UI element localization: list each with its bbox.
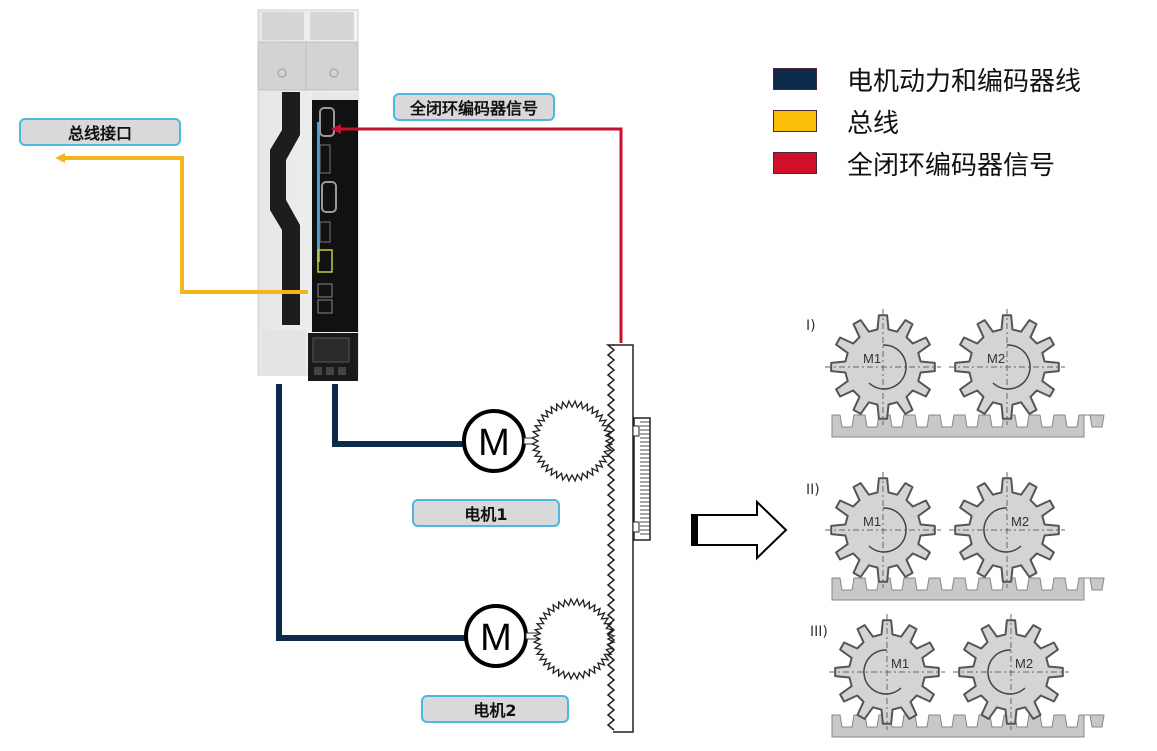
svg-text:M1: M1 — [863, 514, 881, 529]
case-2-gear-m2: M2 — [949, 472, 1065, 588]
bus-line — [55, 153, 308, 294]
bus-interface-tag: 总线接口 — [19, 118, 181, 146]
case-2-gear-m1: M1 — [825, 472, 941, 588]
motor2-tag: 电机2 — [421, 695, 569, 723]
gear-rack — [605, 344, 651, 733]
legend-label-bus: 总线 — [847, 108, 900, 139]
legend-item-encoder: 全闭环编码器信号 — [773, 142, 1081, 184]
motor-1-gear — [530, 399, 614, 483]
motor-1: M — [462, 399, 614, 483]
legend-label-power: 电机动力和编码器线 — [847, 66, 1082, 97]
case-label-2: II) — [806, 482, 820, 498]
encoder-signal-line — [331, 124, 623, 343]
legend-swatch-encoder — [773, 152, 817, 174]
svg-text:M2: M2 — [1011, 514, 1029, 529]
encoder-port — [319, 107, 335, 137]
motor-2-gear — [532, 597, 616, 681]
case-3-gear-m2: M2 — [953, 614, 1069, 730]
svg-text:M1: M1 — [891, 656, 909, 671]
linear-scale — [633, 417, 651, 541]
legend-swatch-bus — [773, 110, 817, 132]
bus-port — [317, 283, 333, 298]
motor2-power-line — [276, 384, 466, 641]
motor-1-symbol: M — [478, 422, 510, 464]
servo-drive — [257, 9, 359, 381]
closed-loop-signal-tag: 全闭环编码器信号 — [393, 93, 555, 121]
legend-item-bus: 总线 — [773, 100, 1081, 142]
gear-case-2: M1 M2 — [825, 472, 1105, 601]
transition-arrow-icon — [691, 499, 788, 561]
motor1-power-line — [332, 384, 464, 447]
case-1-gear-m2: M2 — [949, 309, 1065, 425]
legend-label-encoder: 全闭环编码器信号 — [847, 150, 1056, 181]
legend: 电机动力和编码器线 总线 全闭环编码器信号 — [773, 58, 1081, 184]
motor-2-symbol: M — [480, 617, 512, 659]
svg-text:M1: M1 — [863, 351, 881, 366]
case-3-gear-m1: M1 — [829, 614, 945, 730]
legend-item-power: 电机动力和编码器线 — [773, 58, 1081, 100]
gear-case-3: M1 M2 — [829, 614, 1105, 738]
svg-text:M2: M2 — [987, 351, 1005, 366]
motor-2: M — [464, 597, 616, 681]
case-1-gear-m1: M1 — [825, 309, 941, 425]
legend-swatch-power — [773, 68, 817, 90]
svg-text:M2: M2 — [1015, 656, 1033, 671]
case-label-3: III) — [810, 624, 828, 640]
gear-case-1: M1 M2 — [825, 309, 1105, 438]
motor1-tag: 电机1 — [412, 499, 560, 527]
case-label-1: I) — [806, 318, 816, 334]
